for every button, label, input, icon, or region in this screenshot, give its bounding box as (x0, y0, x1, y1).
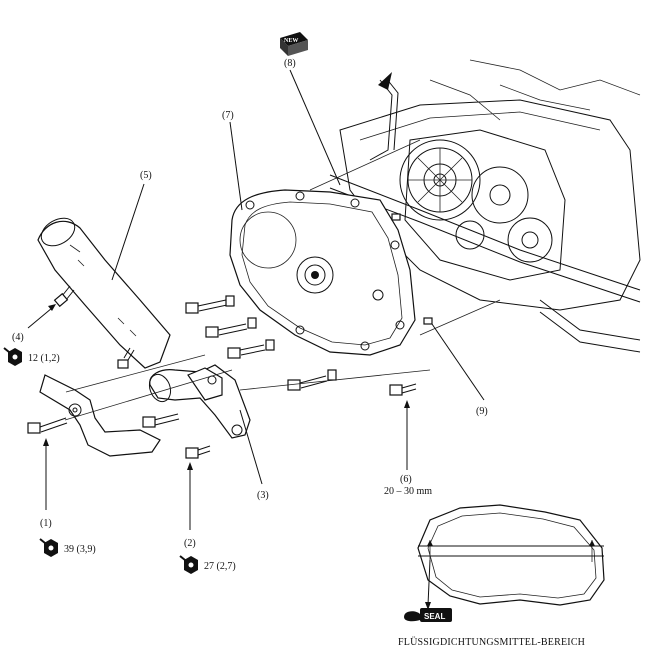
bolt-b (142, 413, 180, 428)
callout-2: (2) (184, 538, 196, 549)
bolt-1 (27, 417, 68, 434)
heat-shield (37, 217, 171, 369)
dimension-6: 20 – 30 mm (384, 486, 432, 497)
bolt-2 (185, 445, 211, 459)
callout-7: (7) (222, 110, 234, 121)
callout-5: (5) (140, 170, 152, 181)
dowel-pin-9 (391, 213, 433, 325)
sealant-area-caption: FLÜSSIGDICHTUNGSMITTEL-BEREICH (398, 636, 585, 648)
torque-value-2: 27 (2,7) (204, 561, 236, 572)
torque-value-4: 12 (1,2) (28, 353, 60, 364)
bolt-a (117, 347, 135, 369)
seal-badge-text: SEAL (424, 612, 445, 621)
leader-lines (27, 69, 485, 530)
new-part-badge: NEW (280, 32, 308, 56)
callout-3: (3) (257, 490, 269, 501)
gasket-sealant-inset (417, 504, 605, 610)
torque-icon-2 (179, 555, 198, 574)
new-badge-text: NEW (284, 38, 298, 44)
cover-bolts (185, 295, 337, 391)
callout-6: (6) (400, 474, 412, 485)
torque-value-1: 39 (3,9) (64, 544, 96, 555)
torque-icon-4 (3, 347, 22, 366)
assembly-lines (64, 139, 501, 421)
brake-pedal (39, 374, 161, 457)
callout-1: (1) (40, 518, 52, 529)
callout-4: (4) (12, 332, 24, 343)
callout-9: (9) (476, 406, 488, 417)
bolt-4 (53, 285, 75, 308)
bolt-6 (389, 383, 417, 396)
callout-8: (8) (284, 58, 296, 69)
seal-badge: SEAL (404, 608, 452, 622)
clutch-cover (229, 189, 416, 356)
bolts (27, 213, 433, 459)
torque-icon-1 (39, 538, 58, 557)
direction-arrow-icon (378, 72, 392, 90)
footrest-bracket (148, 364, 251, 439)
